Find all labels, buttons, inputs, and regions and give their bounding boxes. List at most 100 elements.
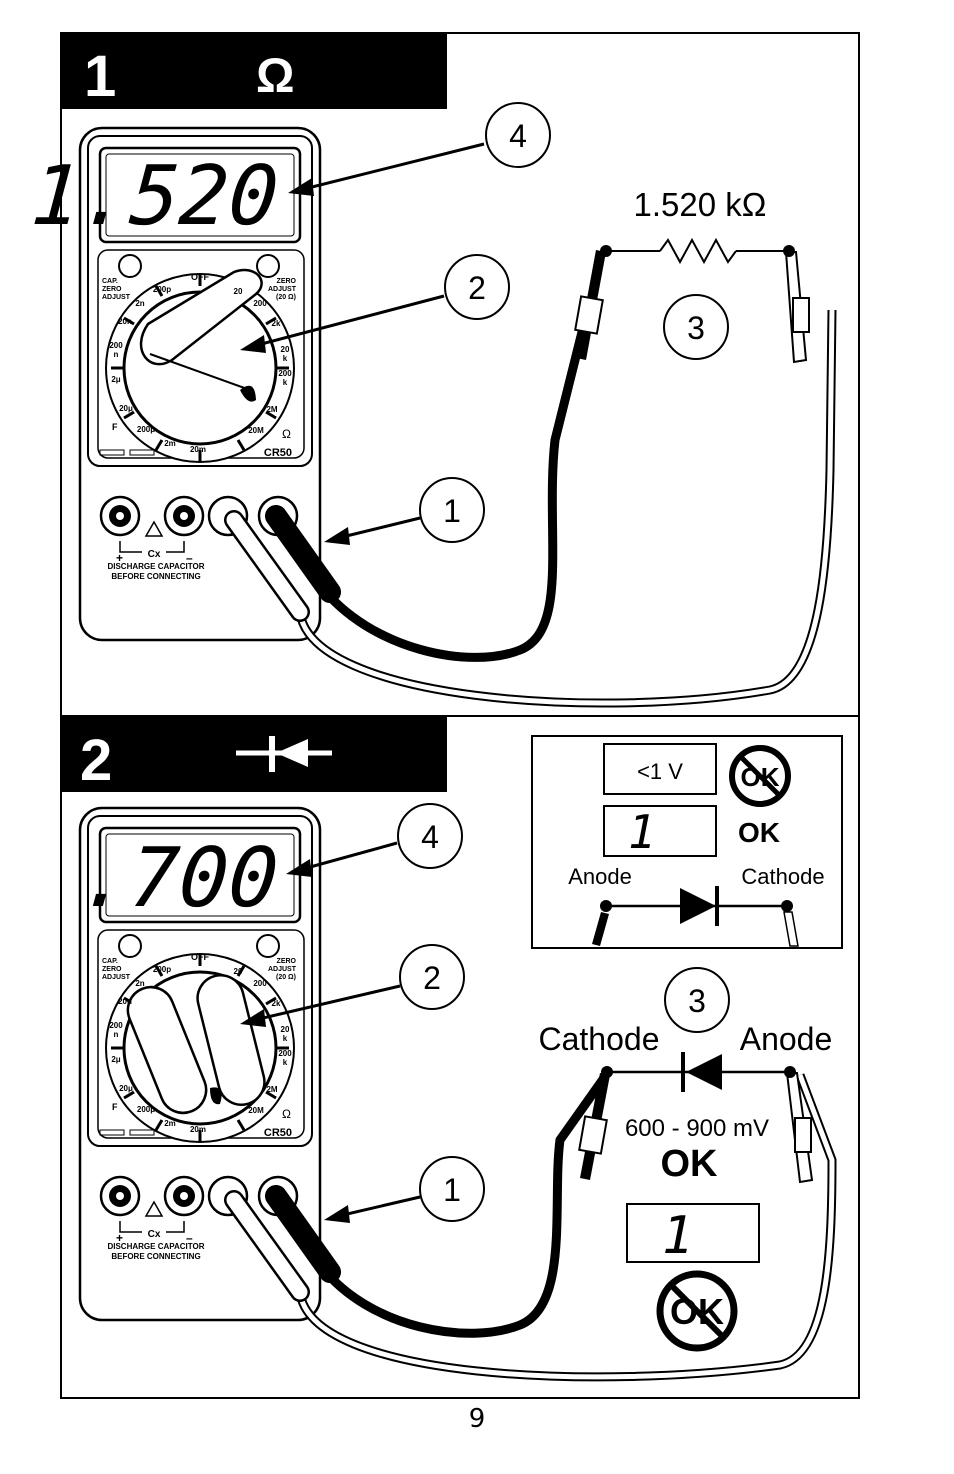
not-ok-badge: OK (656, 1270, 738, 1352)
meter-1-warning-line1: DISCHARGE CAPACITOR (107, 562, 204, 571)
meter-2-cap-zero-line2: ZERO (102, 966, 122, 973)
callout-1-number: 1 (443, 493, 461, 529)
callout-4-arrowhead (286, 859, 312, 877)
ok-label: OK (661, 1143, 719, 1185)
meter-1-dial-label: 20m (190, 445, 206, 454)
white-probe-grip (794, 1117, 812, 1153)
inset-cathode-label: Cathode (741, 864, 824, 889)
diode-anode-label: Anode (740, 1021, 833, 1057)
meter-1-zero-adjust-line2: ADJUST (268, 286, 297, 293)
callout-2-circle (399, 944, 465, 1010)
inset-terminal-left (600, 900, 612, 912)
callout-4-number: 4 (509, 118, 527, 154)
diode-symbol (686, 1054, 722, 1090)
diode-inset-panel: <1 V OK 1 OK Anode Cathode (531, 735, 843, 949)
callout-2-arrowhead (240, 1009, 266, 1027)
inset-terminal-right (781, 900, 793, 912)
meter-2-warning-line1: DISCHARGE CAPACITOR (107, 1242, 204, 1251)
meter-2-zero-adjust-line1: ZERO (277, 958, 297, 965)
section-1-step-number: 1 (84, 44, 116, 109)
white-probe-grip (792, 297, 810, 333)
meter-2-cap-zero-line3: ADJUST (102, 974, 131, 981)
diode-test-icon (236, 736, 332, 772)
inset-black-probe (592, 912, 609, 946)
meter-2-dial-label: 200 (278, 1049, 292, 1058)
meter-1-dial-label: 2m (164, 439, 176, 448)
meter-2-dial-label: 2n (135, 979, 144, 988)
callout-3-circle (664, 967, 730, 1033)
meter-1-dial-label: 20n (118, 317, 132, 326)
meter-1-dial-label: n (114, 350, 119, 359)
meter-1-dial-label: 200μ (137, 425, 155, 434)
meter-1-zero-adjust-line1: ZERO (277, 278, 297, 285)
meter-1-dial-label: 20M (248, 426, 264, 435)
meter-2-knob-lobe-right (196, 974, 266, 1106)
meter-2-cx-label: Cx (148, 1229, 161, 1240)
meter-2-dial-label: 2μ (111, 1055, 120, 1064)
section-1-header-bar (61, 33, 447, 109)
white-test-lead-core (297, 1074, 835, 1380)
multimeter-1: 1.520 CAP. ZERO ADJUST ZERO ADJUST (20 Ω… (28, 126, 322, 642)
meter-2-model-label: CR50 (264, 1127, 292, 1139)
inset-diode-symbol (680, 888, 716, 924)
black-probe-grip (578, 1115, 608, 1155)
meter-2-plus-label: + (116, 1231, 123, 1245)
callout-3-number: 3 (687, 310, 705, 346)
resistor-terminal-left (600, 245, 612, 257)
meter-2-minus-label: – (186, 1231, 193, 1245)
inset-display-1-reading: <1 V (637, 759, 683, 784)
inset-not-ok-badge: OK (729, 745, 791, 807)
callout-2-number: 2 (423, 960, 441, 996)
section-2: 2 .700 CAP. ZERO ADJUST ZERO ADJUST (20 … (61, 716, 843, 1382)
inset-white-probe (783, 911, 799, 947)
callout-1-circle (419, 1156, 485, 1222)
meter-2-dial-label: 2M (266, 1085, 277, 1094)
meter-2-dial-label: 20 (234, 967, 243, 976)
meter-2-knob-lobe-left (126, 985, 208, 1115)
meter-1-dial-label: 20μ (119, 404, 133, 413)
multimeter-2: .700 CAP. ZERO ADJUST ZERO ADJUST (20 Ω)… (77, 806, 322, 1322)
meter-2-dial-label: 20n (118, 997, 132, 1006)
meter-2-dial-label: n (114, 1030, 119, 1039)
callout-4-circle (485, 102, 551, 168)
meter-2-dial-label: 2k (272, 999, 281, 1008)
callout-2-arrowhead (240, 335, 266, 353)
meter-2-dial-label: k (283, 1034, 288, 1043)
meter-2-dial-label: 200 (253, 979, 267, 988)
white-probe-plug (226, 512, 308, 620)
black-probe-plug (265, 505, 341, 603)
meter-1-dial-label: 2μ (111, 375, 120, 384)
callout-1-number: 1 (443, 1172, 461, 1208)
black-probe-plug (265, 1185, 341, 1283)
voltage-range-label: 600 - 900 mV (625, 1115, 769, 1142)
meter-2-dial-off: OFF (191, 952, 209, 962)
meter-1-knob-pointer (240, 385, 256, 402)
inset-display-2-reading: 1 (628, 805, 656, 859)
meter-1-plus-label: + (116, 551, 123, 565)
black-test-lead (316, 1072, 610, 1338)
section-1: 1 Ω 1.520 CAP. ZERO ADJUST ZERO ADJUST (… (28, 33, 837, 708)
meter-2-dial-label: 20M (248, 1106, 264, 1115)
callout-2-leader (245, 984, 401, 1024)
meter-1-model-label: CR50 (264, 447, 292, 459)
black-test-lead (316, 318, 590, 662)
ohm-symbol-icon: Ω (256, 50, 294, 103)
callout-3-circle (663, 294, 729, 360)
meter-1-dial-label: 20 (234, 287, 243, 296)
meter-2-dial-label: 200p (153, 965, 171, 974)
inset-display-1 (603, 743, 717, 795)
meter-1-farad-label: F (112, 422, 118, 432)
meter-2-dial-label: 2m (164, 1119, 176, 1128)
meter-2-zero-adjust-line3: (20 Ω) (276, 974, 296, 981)
overload-display-box (626, 1203, 760, 1263)
resistor-value-label: 1.520 kΩ (634, 186, 767, 223)
meter-1-dial-label: 200 (278, 369, 292, 378)
callout-4-leader (291, 142, 485, 194)
overload-display-reading: 1 (662, 1206, 693, 1266)
meter-2-dial-label: 20 (281, 1025, 290, 1034)
meter-1-cap-zero-line1: CAP. (102, 278, 118, 285)
meter-1-minus-label: – (186, 551, 193, 565)
meter-1-dial-label: 200 (109, 341, 123, 350)
meter-2-dial-label: 200 (109, 1021, 123, 1030)
